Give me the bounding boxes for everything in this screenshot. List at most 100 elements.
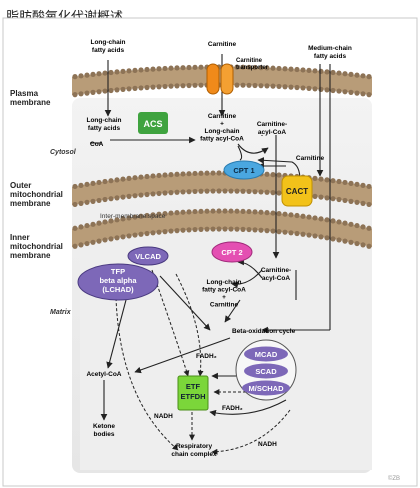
inner-membrane-lipid-head [324, 217, 330, 223]
pathway-arrows [90, 54, 331, 421]
inner-membrane-lipid-head [186, 227, 192, 233]
outer-membrane-lipid-head [126, 193, 132, 199]
plasma-membrane-lipid-head [324, 69, 330, 75]
plasma-membrane-lipid-head [156, 84, 162, 90]
outer-membrane-lipid-head [276, 172, 282, 178]
outer-membrane-lipid-head [330, 178, 336, 184]
plasma-membrane-lipid-head [366, 74, 372, 80]
plasma-membrane-lipid-head [138, 67, 144, 73]
outer-membrane-lipid-head [216, 188, 222, 194]
outer-membrane-lipid-head [168, 190, 174, 196]
plasma-membrane-lipid-head [264, 83, 270, 89]
inner-membrane-lipid-head [144, 212, 150, 219]
inner-membrane-lipid-head [204, 226, 210, 232]
outer-membrane-lipid-head [150, 173, 156, 179]
outer-membrane-lipid-head [132, 193, 138, 199]
plasma-membrane-lipid-head [186, 82, 192, 89]
inner-membrane-lipid-head [174, 228, 180, 234]
inner-membrane-lipid-head [186, 209, 192, 215]
inner-membrane-lipid-head [330, 236, 336, 242]
acs-enzyme: ACS [138, 112, 168, 134]
inner-membrane-lipid-head [348, 221, 354, 227]
inner-membrane-lipid-head [72, 225, 78, 231]
acs-label: ACS [143, 119, 162, 129]
outer-membrane-lipid-head [126, 175, 132, 181]
plasma-membrane-lipid-head [246, 64, 252, 70]
plasma-membrane-lipid-head [330, 69, 336, 76]
plasma-membrane-lipid-head [150, 84, 156, 90]
inner-membrane-lipid-head [312, 233, 318, 239]
inner-membrane-lipid-head [180, 227, 186, 233]
inner-membrane-lipid-head [198, 226, 204, 232]
plasma-membrane-lipid-head [72, 92, 78, 98]
inner-membrane-lipid-head [354, 222, 360, 229]
outer-membrane-lipid-head [102, 178, 108, 185]
inner-membrane-lipid-head [264, 228, 270, 234]
outer-membrane-lipid-head [264, 171, 270, 177]
outer-membrane-lipid-head [78, 200, 84, 206]
plasma-membrane-lipid-head [252, 82, 258, 89]
plasma-membrane-lipid-head [180, 83, 186, 89]
outer-membrane-lipid-head [96, 179, 102, 186]
outer-membrane-lipid-head [222, 188, 228, 194]
outer-membrane-lipid-head [186, 171, 192, 177]
inner-membrane-bilayer [72, 211, 372, 247]
outer-membrane-lipid-head [264, 189, 270, 195]
outer-membrane-lipid-head [102, 196, 108, 203]
inner-membrane-lipid-head [354, 240, 360, 247]
plasma-membrane-lipid-head [276, 83, 282, 90]
plasma-membrane-lipid-head [198, 64, 204, 70]
plasma-membrane-lipid-head [162, 83, 168, 90]
plasma-membrane-lipid-head [234, 82, 240, 88]
plasma-membrane-lipid-head [270, 83, 276, 89]
inner-membrane-lipid-head [138, 213, 144, 219]
plasma-membrane-lipid-head [114, 69, 120, 75]
outer-membrane-lipid-head [168, 172, 174, 178]
inner-membrane-lipid-head [282, 229, 288, 235]
inner-membrane-lipid-head [150, 212, 156, 218]
outer-membrane-lipid-head [366, 183, 372, 190]
outer-membrane-lipid-head [144, 173, 150, 180]
inner-membrane-lipid-head [78, 242, 84, 248]
outer-membrane-lipid-head [84, 181, 90, 187]
outer-membrane-lipid-head [156, 190, 162, 197]
inner-membrane-lipid-head [162, 228, 168, 235]
plasma-membrane-lipid-head [246, 82, 252, 88]
outer-membrane-lipid-head [324, 177, 330, 183]
plasma-membrane-lipid-head [318, 86, 324, 92]
inner-membrane-lipid-head [294, 230, 300, 237]
plasma-membrane-lipid-head [84, 90, 90, 96]
plasma-membrane-lipid-head [174, 83, 180, 89]
inner-membrane-lipid-head [312, 215, 318, 221]
outer-membrane-lipid-head [258, 189, 264, 195]
plasma-membrane-lipid-head [306, 67, 312, 73]
inner-membrane-lipid-head [294, 212, 300, 219]
plasma-membrane-lipid-head [360, 91, 366, 97]
outer-membrane-lipid-head [114, 195, 120, 201]
inner-membrane-lipid-head [216, 208, 222, 214]
inner-membrane-lipid-head [306, 214, 312, 220]
inner-membrane-lipid-head [342, 220, 348, 226]
outer-membrane-lipid-head [336, 196, 342, 203]
region-label-matrix: Matrix [50, 309, 72, 316]
plasma-membrane-lipid-head [294, 84, 300, 91]
inner-membrane-lipid-head [228, 208, 234, 214]
cpt1-label: CPT 1 [233, 166, 254, 175]
inner-membrane-lipid-head [156, 229, 162, 235]
plasma-membrane-lipid-head [102, 70, 108, 76]
inner-membrane-lipid-head [306, 232, 312, 238]
cpt1-enzyme: CPT 1 [223, 160, 265, 180]
inner-membrane-lipid-head [366, 243, 372, 249]
outer-membrane-lipid-head [174, 171, 180, 177]
vlcad-label: VLCAD [135, 252, 161, 261]
inner-membrane-lipid-head [102, 219, 108, 225]
outer-membrane-lipid-head [318, 194, 324, 200]
inner-membrane-lipid-head [126, 233, 132, 239]
inner-membrane-lipid-head [120, 234, 126, 240]
plasma-membrane-lipid-head [156, 66, 162, 72]
